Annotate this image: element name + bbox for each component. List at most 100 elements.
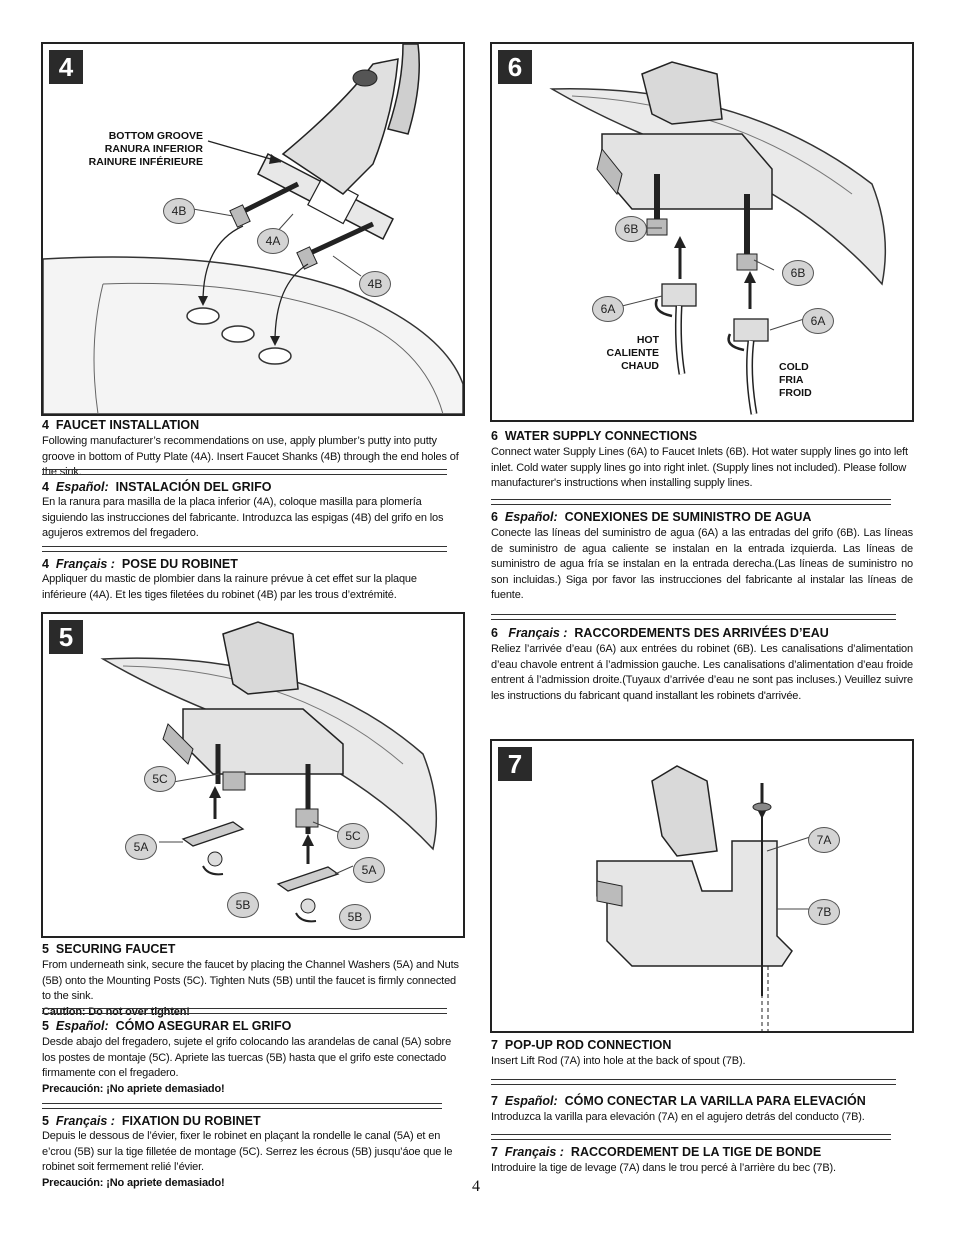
step-4-en-num: 4 <box>42 418 49 432</box>
step-5-en-block: From underneath sink, secure the faucet … <box>42 958 464 1020</box>
step-5-es-caution: Precaución: ¡No apriete demasiado! <box>42 1082 225 1095</box>
step-4-es-num: 4 <box>42 480 49 494</box>
step-5-fr-title: FIXATION DU ROBINET <box>121 1114 261 1128</box>
cold-label-fr: FROID <box>779 387 812 399</box>
step-4-fr-title: POSE DU ROBINET <box>121 557 238 571</box>
callout-7b: 7B <box>808 899 840 925</box>
figure-step-7: 7 7A 7B <box>490 739 914 1033</box>
divider <box>491 1134 891 1140</box>
groove-label-en: BOTTOM GROOVE <box>108 130 203 142</box>
step-6-fr-num: 6 <box>491 626 498 640</box>
securing-faucet-illustration <box>100 621 438 923</box>
step-7-fr-lang: Français : <box>504 1145 564 1159</box>
step-5-fr-lang: Français : <box>55 1114 115 1128</box>
step-4-es-lang: Español: <box>55 480 109 494</box>
step-6-en-num: 6 <box>491 429 498 443</box>
step-number-badge: 6 <box>498 50 532 84</box>
step-5-en-title: SECURING FAUCET <box>55 942 176 956</box>
step-7-fr-title: RACCORDEMENT DE LA TIGE DE BONDE <box>570 1145 822 1159</box>
pop-up-rod-illustration <box>596 765 811 1031</box>
callout-6a: 6A <box>592 296 624 322</box>
callout-4a: 4A <box>257 228 289 254</box>
cold-label-en: COLD <box>779 361 809 373</box>
step-7-es-title: CÓMO CONECTAR LA VARILLA PARA ELEVACIÓN <box>564 1094 866 1108</box>
groove-label-es: RANURA INFERIOR <box>104 143 203 155</box>
step-4-es-text: En la ranura para masilla de la placa in… <box>42 496 444 539</box>
step-4-fr-text: Appliquer du mastic de plombier dans la … <box>42 573 417 601</box>
divider <box>42 546 447 552</box>
step-4-fr-heading: 4 Français : POSE DU ROBINET <box>42 557 238 571</box>
divider <box>491 1079 896 1085</box>
step-5-fr-caution: Precaución: ¡No apriete demasiado! <box>42 1176 225 1189</box>
step-6-fr-text: Reliez l’arrivée d’eau (6A) aux entrées … <box>491 643 913 702</box>
callout-6b: 6B <box>782 260 814 286</box>
water-supply-illustration <box>549 61 887 415</box>
step-5-es-title: CÓMO ASEGURAR EL GRIFO <box>115 1019 292 1033</box>
step-5-en-text: From underneath sink, secure the faucet … <box>42 959 459 1002</box>
step-7-es-num: 7 <box>491 1094 498 1108</box>
hot-label-fr: CHAUD <box>621 360 659 372</box>
step-7-fr-num: 7 <box>491 1145 498 1159</box>
step-7-en-heading: 7 POP-UP ROD CONNECTION <box>491 1038 671 1052</box>
step-6-es-num: 6 <box>491 510 498 524</box>
hot-label-en: HOT <box>636 334 659 346</box>
step-6-en-text: Connect water Supply Lines (6A) to Fauce… <box>491 446 908 489</box>
figure-step-4: 4 BOTTOM GROOVE RANURA <box>41 42 465 416</box>
step-5-fr-text: Depuis le dessous de l’évier, fixer le r… <box>42 1130 453 1173</box>
page-number: 4 <box>472 1178 480 1195</box>
step-5-fr-block: Depuis le dessous de l’évier, fixer le r… <box>42 1129 464 1191</box>
callout-7a: 7A <box>808 827 840 853</box>
step-7-es-text: Introduzca la varilla para elevación (7A… <box>491 1111 865 1123</box>
divider <box>42 1008 447 1014</box>
step-4-fr-num: 4 <box>42 557 49 571</box>
step-7-es-lang: Español: <box>504 1094 558 1108</box>
step-7-fr-text: Introduire la tige de levage (7A) dans l… <box>491 1162 836 1174</box>
step-5-es-heading: 5 Español: CÓMO ASEGURAR EL GRIFO <box>42 1019 291 1033</box>
step-4-en-text: Following manufacturer’s recommendations… <box>42 435 459 478</box>
cold-label-es: FRIA <box>779 374 804 386</box>
figure-step-5: 5 5C 5A 5B 5C 5A 5B <box>41 612 465 938</box>
callout-5a: 5A <box>125 834 157 860</box>
step-4-es-title: INSTALACIÓN DEL GRIFO <box>115 480 272 494</box>
callout-4b: 4B <box>163 198 195 224</box>
figure-step-6: 6 6B 6B 6A 6A HOT CA <box>490 42 914 422</box>
hot-label-es: CALIENTE <box>606 347 660 359</box>
step-6-fr-heading: 6 Français : RACCORDEMENTS DES ARRIVÉES … <box>491 626 829 640</box>
callout-5b: 5B <box>227 892 259 918</box>
divider <box>491 614 896 620</box>
step-4-en-heading: 4 FAUCET INSTALLATION <box>42 418 199 432</box>
step-6-en-title: WATER SUPPLY CONNECTIONS <box>504 429 698 443</box>
hot-label: HOT CALIENTE CHAUD <box>607 334 660 373</box>
step-6-fr-lang: Français : <box>508 626 568 640</box>
step-6-es-heading: 6 Español: CONEXIONES DE SUMINISTRO DE A… <box>491 510 811 524</box>
callout-5c: 5C <box>144 766 176 792</box>
callout-5c: 5C <box>337 823 369 849</box>
callout-6a: 6A <box>802 308 834 334</box>
divider <box>491 499 891 505</box>
divider <box>42 1103 442 1109</box>
divider <box>42 469 447 475</box>
step-number-badge: 4 <box>49 50 83 84</box>
step-6-es-title: CONEXIONES DE SUMINISTRO DE AGUA <box>564 510 812 524</box>
step-5-es-block: Desde abajo del fregadero, sujete el gri… <box>42 1035 464 1097</box>
step-5-en-heading: 5 SECURING FAUCET <box>42 942 175 956</box>
faucet-installation-illustration <box>43 44 463 414</box>
step-5-es-lang: Español: <box>55 1019 109 1033</box>
step-number-badge: 7 <box>498 747 532 781</box>
step-7-en-num: 7 <box>491 1038 498 1052</box>
step-6-en-heading: 6 WATER SUPPLY CONNECTIONS <box>491 429 697 443</box>
step-6-es-text: Conecte las líneas del suministro de agu… <box>491 527 913 601</box>
step-7-en-title: POP-UP ROD CONNECTION <box>504 1038 672 1052</box>
step-4-fr-lang: Français : <box>55 557 115 571</box>
step-7-en-text: Insert Lift Rod (7A) into hole at the ba… <box>491 1055 746 1067</box>
step-5-es-text: Desde abajo del fregadero, sujete el gri… <box>42 1036 452 1079</box>
step-6-fr-title: RACCORDEMENTS DES ARRIVÉES D’EAU <box>574 626 829 640</box>
groove-label-fr: RAINURE INFÉRIEURE <box>88 156 203 168</box>
step-7-es-heading: 7 Español: CÓMO CONECTAR LA VARILLA PARA… <box>491 1094 866 1108</box>
callout-5a: 5A <box>353 857 385 883</box>
step-number-badge: 5 <box>49 620 83 654</box>
cold-label: COLD FRIA FROID <box>779 361 812 400</box>
step-5-fr-heading: 5 Français : FIXATION DU ROBINET <box>42 1114 261 1128</box>
step-5-fr-num: 5 <box>42 1114 49 1128</box>
callout-5b: 5B <box>339 904 371 930</box>
